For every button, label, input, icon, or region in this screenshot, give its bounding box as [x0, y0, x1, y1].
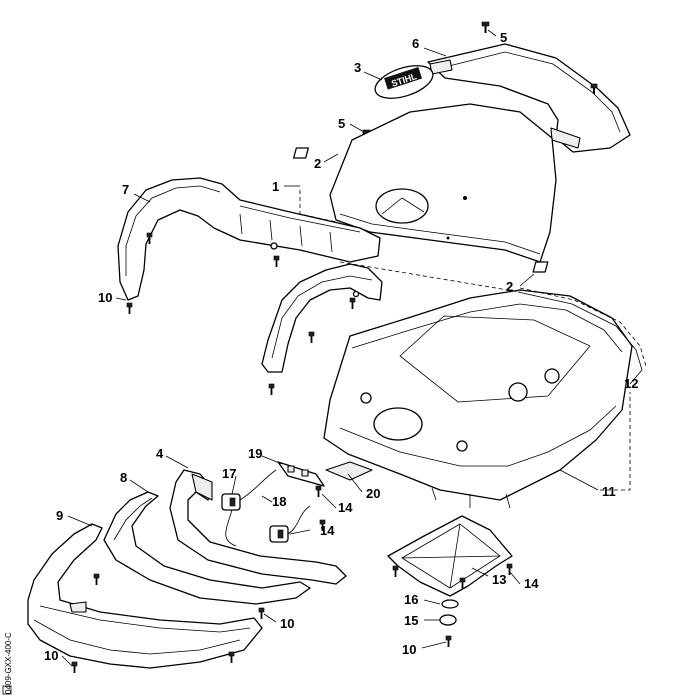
drawing-code: 0409-GXX-400-C	[4, 632, 13, 694]
callout-14: 14	[320, 523, 335, 538]
part-2-label-sticker	[292, 147, 310, 159]
screw-icon	[315, 485, 322, 497]
callout-10: 10	[44, 648, 58, 663]
screw-icon	[273, 255, 280, 267]
callout-8: 8	[120, 470, 127, 485]
callout-1: 1	[272, 179, 279, 194]
corner-mark-icon	[2, 685, 12, 695]
part-20-bracket	[325, 461, 373, 481]
part-2-label-sticker	[532, 261, 549, 273]
callout-14: 14	[524, 576, 539, 591]
part-16-washer	[441, 599, 459, 609]
screw-icon	[319, 519, 326, 531]
part-12-seal	[519, 287, 647, 367]
callout-17: 17	[222, 466, 236, 481]
screw-icon	[268, 383, 275, 395]
part-1-top-cover	[329, 103, 557, 263]
callout-12: 12	[624, 376, 638, 391]
callout-18: 18	[272, 494, 286, 509]
callout-3: 3	[354, 60, 361, 75]
screw-icon	[71, 661, 78, 673]
screw-icon	[258, 607, 265, 619]
callout-labels: 5 6 3 5 2 1 7 2 10 12 4 19 17 8 18 20 11…	[44, 30, 638, 663]
callout-10: 10	[280, 616, 294, 631]
screw-icon	[228, 651, 235, 663]
callout-7: 7	[122, 182, 129, 197]
part-17-sensor	[269, 525, 289, 543]
callout-2: 2	[314, 156, 321, 171]
screw-icon	[146, 232, 153, 244]
screw-icon	[93, 573, 100, 585]
part-6-carrying-handle	[427, 43, 631, 153]
screw-icon	[459, 577, 466, 589]
part-11-chassis	[323, 289, 633, 509]
screw-icon	[590, 83, 598, 94]
part-3-logo-plate: STIHL	[374, 65, 434, 99]
callout-11: 11	[602, 484, 616, 499]
callout-4: 4	[156, 446, 164, 461]
callout-19: 19	[248, 446, 262, 461]
leader-lines	[61, 29, 643, 667]
callout-16: 16	[404, 592, 418, 607]
callout-2: 2	[506, 279, 513, 294]
callout-15: 15	[404, 613, 418, 628]
callout-10: 10	[98, 290, 112, 305]
screw-icon	[481, 21, 490, 33]
callout-10: 10	[402, 642, 416, 657]
part-7-rear-arch	[117, 177, 381, 301]
part-19-sensor-strip	[277, 461, 325, 487]
part-18-cable	[225, 469, 311, 547]
part-15-disc	[439, 614, 457, 626]
part-17-sensor	[221, 493, 241, 511]
callout-20: 20	[366, 486, 380, 501]
callout-14: 14	[338, 500, 353, 515]
callout-5: 5	[338, 116, 345, 131]
screw-icon	[445, 635, 452, 647]
screw-icon	[126, 302, 133, 314]
part-13-base-plate	[387, 515, 513, 597]
screw-icon	[308, 331, 315, 343]
callout-5: 5	[500, 30, 507, 45]
callout-6: 6	[412, 36, 419, 51]
screw-icon	[506, 563, 513, 575]
callout-13: 13	[492, 572, 506, 587]
callout-9: 9	[56, 508, 63, 523]
part-7-side-arch	[261, 263, 383, 373]
part-4-frame-rail	[169, 469, 347, 585]
part-9-front-bumper	[27, 523, 263, 669]
screw-icon	[392, 565, 399, 577]
screw-icon	[349, 297, 356, 309]
